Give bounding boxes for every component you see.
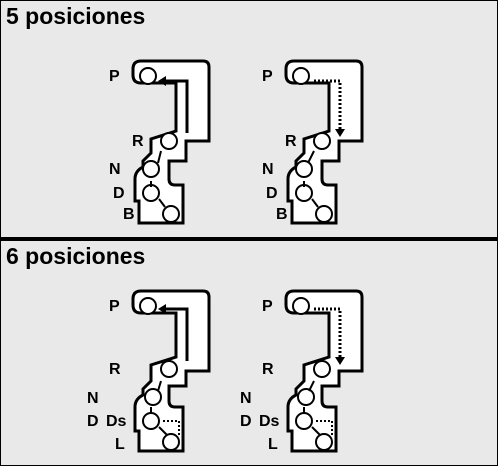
gate-position-N	[295, 160, 313, 178]
gate-position-D	[142, 184, 160, 202]
gate-label-L: L	[268, 436, 278, 453]
gate-label-D: D	[266, 185, 278, 202]
gate-label-N: N	[87, 390, 99, 407]
panel-5-diagram: P R N D B P R N D B	[109, 59, 364, 225]
park-path-dotted-icon	[314, 79, 342, 133]
arrowhead-icon	[335, 357, 345, 365]
gate-position-D	[142, 412, 160, 430]
ds-dotted-path-icon	[316, 420, 333, 435]
panel-title: 5 posiciones	[6, 3, 146, 29]
gate-label-N: N	[262, 161, 274, 178]
gate-position-B	[315, 205, 333, 223]
gate-label-B: B	[276, 206, 288, 223]
gate-position-P	[292, 67, 310, 85]
park-path-dotted-icon	[314, 307, 342, 361]
gate-position-N	[142, 160, 160, 178]
gate-label-Ds: Ds	[259, 413, 280, 430]
gate-label-R: R	[262, 361, 274, 378]
shift-gate-diagram: P R N D Ds L	[240, 289, 364, 453]
gate-position-D	[295, 184, 313, 202]
gate-position-N	[144, 388, 162, 406]
gate-label-P: P	[109, 298, 120, 315]
gate-position-P	[139, 67, 157, 85]
gate-position-D	[295, 412, 313, 430]
gate-position-R	[160, 132, 178, 150]
gate-position-R	[313, 132, 331, 150]
shift-arrow-icon	[303, 380, 321, 436]
ds-dotted-path-icon	[163, 420, 180, 435]
gate-position-N	[297, 388, 315, 406]
shift-gate-diagram: P R N D B	[109, 59, 211, 225]
gate-position-L	[315, 433, 333, 451]
park-path-arrow-icon	[161, 307, 189, 361]
gate-label-R: R	[109, 361, 121, 378]
gate-label-B: B	[123, 206, 135, 223]
panel-title: 6 posiciones	[6, 243, 146, 269]
park-path-arrow-icon	[161, 79, 189, 133]
gate-label-P: P	[262, 298, 273, 315]
gate-label-D: D	[87, 413, 99, 430]
gate-label-N: N	[109, 161, 121, 178]
shift-arrow-icon	[303, 150, 319, 208]
shift-gate-diagram: P R N D Ds L	[87, 289, 211, 453]
shift-arrow-icon	[150, 150, 166, 208]
gate-position-B	[162, 205, 180, 223]
gate-position-P	[292, 297, 310, 315]
gate-label-R: R	[132, 133, 144, 150]
gate-label-P: P	[109, 68, 120, 85]
shift-gate-diagram: P R N D B	[262, 59, 364, 225]
gate-label-P: P	[262, 68, 273, 85]
gate-position-P	[139, 297, 157, 315]
arrowhead-icon	[158, 304, 166, 314]
panel-6-diagram: P R N D Ds L P R N	[87, 289, 364, 453]
gate-position-R	[313, 360, 331, 378]
gate-label-N: N	[240, 390, 252, 407]
gate-label-L: L	[115, 436, 125, 453]
gate-label-D: D	[113, 185, 125, 202]
gate-label-D: D	[240, 413, 252, 430]
panel-5-positions: 5 posiciones P R N D B	[1, 1, 497, 238]
gate-position-L	[162, 433, 180, 451]
gate-position-R	[160, 360, 178, 378]
arrowhead-icon	[158, 76, 166, 86]
panel-6-positions: 6 posiciones P R N D Ds L	[1, 241, 497, 465]
shift-arrow-icon	[150, 380, 168, 436]
gate-label-Ds: Ds	[106, 413, 127, 430]
section-divider	[1, 237, 497, 241]
gate-label-R: R	[285, 133, 297, 150]
arrowhead-icon	[335, 129, 345, 137]
